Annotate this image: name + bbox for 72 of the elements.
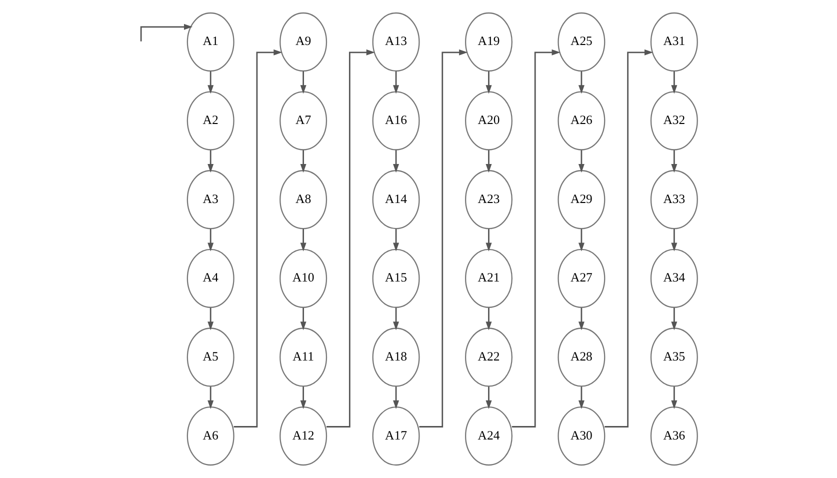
node-ellipse: A20 bbox=[464, 91, 512, 150]
node-ellipse: A15 bbox=[372, 248, 420, 308]
node-ellipse: A4 bbox=[186, 248, 234, 308]
arrow bbox=[326, 49, 374, 428]
arrow bbox=[392, 71, 399, 94]
node-ellipse: A18 bbox=[372, 328, 420, 387]
arrow bbox=[511, 49, 560, 428]
node-ellipse: A35 bbox=[650, 328, 698, 387]
node-ellipse: A36 bbox=[650, 406, 698, 466]
node-ellipse: A16 bbox=[372, 91, 420, 150]
node-ellipse: A13 bbox=[372, 12, 420, 72]
node-ellipse: A31 bbox=[650, 12, 698, 72]
node-ellipse: A30 bbox=[557, 406, 605, 466]
arrow bbox=[392, 228, 399, 252]
node-ellipse: A8 bbox=[279, 170, 327, 230]
node-ellipse: A28 bbox=[557, 328, 605, 387]
arrow bbox=[485, 386, 492, 410]
node-ellipse: A23 bbox=[464, 170, 512, 230]
arrow bbox=[207, 386, 214, 410]
arrow bbox=[578, 308, 584, 330]
node-ellipse: A29 bbox=[557, 170, 605, 230]
arrow bbox=[670, 71, 677, 94]
node-ellipse: A25 bbox=[557, 12, 605, 72]
arrow bbox=[140, 24, 192, 42]
node-ellipse: A3 bbox=[186, 170, 234, 230]
arrow bbox=[300, 228, 306, 252]
arrow bbox=[207, 308, 214, 330]
node-ellipse: A33 bbox=[650, 170, 698, 230]
node-ellipse: A34 bbox=[650, 248, 698, 308]
node-ellipse: A22 bbox=[464, 328, 512, 387]
arrow bbox=[392, 308, 399, 330]
node-ellipse: A11 bbox=[279, 328, 327, 387]
arrow bbox=[670, 228, 677, 252]
node-ellipse: A19 bbox=[464, 12, 512, 72]
arrow bbox=[578, 386, 584, 410]
node-ellipse: A2 bbox=[186, 91, 234, 150]
arrow bbox=[485, 150, 492, 173]
node-ellipse: A6 bbox=[186, 406, 234, 466]
arrow bbox=[392, 150, 399, 173]
arrow bbox=[300, 150, 306, 173]
arrow bbox=[604, 49, 653, 428]
node-ellipse: A1 bbox=[186, 12, 234, 72]
arrow bbox=[207, 228, 214, 252]
arrow bbox=[207, 71, 214, 94]
arrow bbox=[485, 228, 492, 252]
arrow bbox=[578, 150, 584, 173]
node-ellipse: A7 bbox=[279, 91, 327, 150]
arrow bbox=[485, 308, 492, 330]
node-ellipse: A12 bbox=[279, 406, 327, 466]
node-ellipse: A27 bbox=[557, 248, 605, 308]
arrow bbox=[392, 386, 399, 410]
node-ellipse: A5 bbox=[186, 328, 234, 387]
node-ellipse: A32 bbox=[650, 91, 698, 150]
arrow bbox=[300, 308, 306, 330]
node-ellipse: A9 bbox=[279, 12, 327, 72]
arrow bbox=[207, 150, 214, 173]
arrow bbox=[670, 308, 677, 330]
arrow bbox=[670, 150, 677, 173]
arrow bbox=[418, 49, 468, 428]
arrow bbox=[233, 49, 282, 428]
arrow bbox=[485, 71, 492, 94]
node-ellipse: A17 bbox=[372, 406, 420, 466]
arrow bbox=[578, 228, 584, 252]
arrow bbox=[578, 71, 584, 94]
node-ellipse: A26 bbox=[557, 91, 605, 150]
node-ellipse: A10 bbox=[279, 248, 327, 308]
node-ellipse: A24 bbox=[464, 406, 512, 466]
arrow bbox=[300, 71, 306, 94]
node-ellipse: A14 bbox=[372, 170, 420, 230]
arrow bbox=[300, 386, 306, 410]
node-ellipse: A21 bbox=[464, 248, 512, 308]
arrow bbox=[670, 386, 677, 410]
